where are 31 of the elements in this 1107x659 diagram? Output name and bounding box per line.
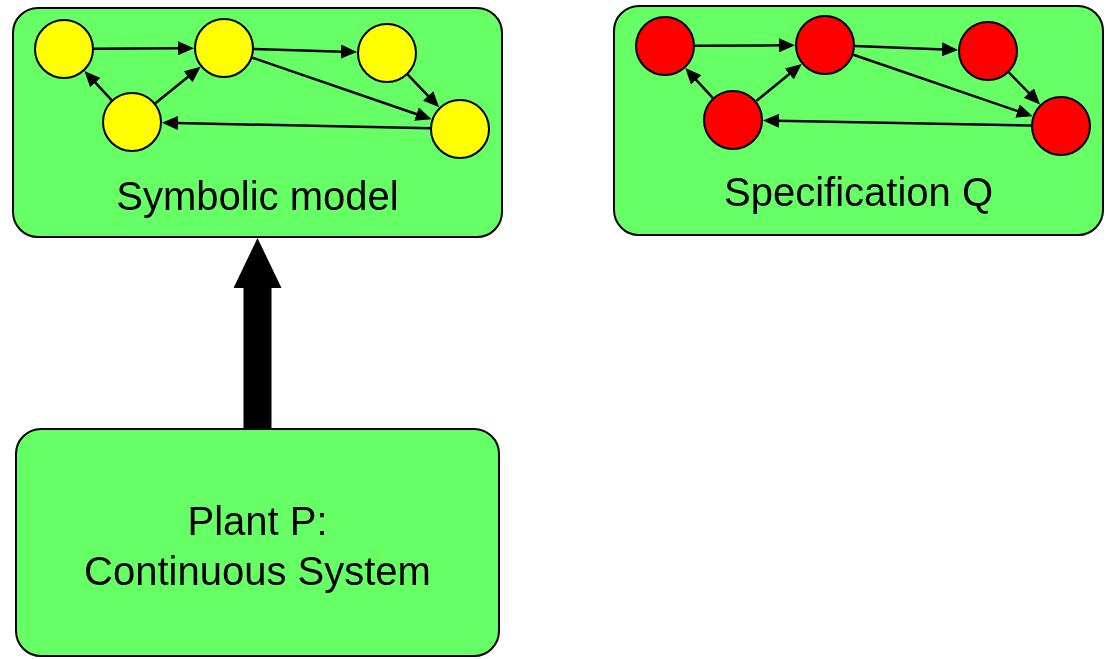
state-circle: [958, 21, 1018, 81]
model-panel: [15, 428, 500, 657]
arrow: [162, 116, 431, 130]
arrow: [685, 68, 714, 99]
state-circle: [430, 99, 490, 159]
state-circle: [194, 18, 254, 78]
model-panel: [12, 7, 503, 238]
arrow: [94, 41, 194, 56]
arrow: [253, 44, 357, 59]
arrow: [763, 113, 1032, 128]
state-circle: [795, 15, 855, 75]
panel-title: Plant P: Continuous System: [83, 498, 432, 595]
arrow: [695, 38, 795, 53]
arrow: [84, 70, 113, 101]
arrow: [852, 53, 1033, 118]
arrow: [154, 66, 201, 105]
state-circle: [34, 19, 94, 79]
arrow: [1008, 71, 1041, 105]
arrow: [755, 63, 802, 102]
arrow: [854, 42, 958, 57]
state-circle: [635, 16, 695, 76]
state-circle: [1031, 96, 1091, 156]
state-circle: [703, 90, 763, 150]
state-circle: [357, 23, 417, 83]
panel-title: Specification Q: [723, 169, 994, 215]
arrow: [251, 56, 432, 121]
panel-title: Symbolic model: [115, 173, 400, 219]
arrow: [406, 73, 440, 108]
arrow: [233, 238, 282, 428]
model-panel: [613, 5, 1104, 236]
state-circle: [102, 92, 162, 152]
